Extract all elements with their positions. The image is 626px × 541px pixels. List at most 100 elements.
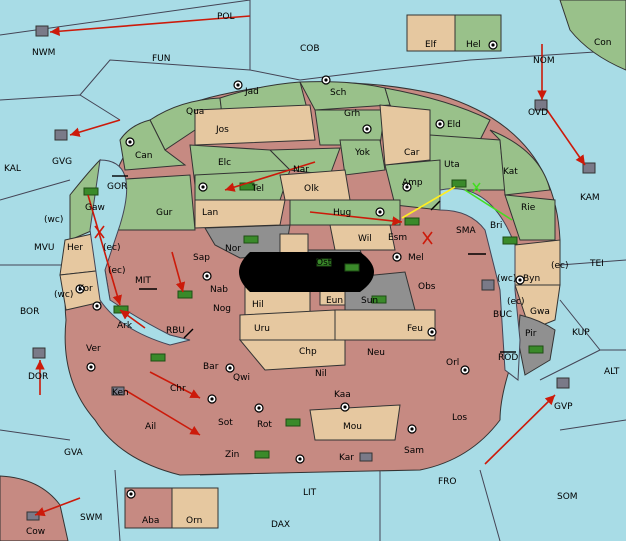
coast-gwa-ec: (ec)	[507, 297, 525, 307]
region-jos[interactable]	[194, 104, 316, 146]
supply-centres	[75, 40, 525, 499]
label-mou: Mou	[343, 422, 362, 432]
label-ovd: OVD	[528, 108, 548, 118]
coast-gaw-wc: (wc)	[44, 215, 63, 225]
label-aba: Aba	[142, 516, 159, 526]
region-mou[interactable]	[309, 404, 401, 441]
label-nog: Nog	[213, 304, 231, 314]
label-mit: MIT	[135, 276, 151, 286]
region-con[interactable]	[559, 0, 626, 71]
coast-byn-ec: (ec)	[551, 261, 569, 271]
coast-her-ec: (ec)	[103, 243, 121, 253]
region-pir[interactable]	[517, 314, 556, 376]
label-sap: Sap	[193, 253, 210, 263]
label-bri: Bri	[490, 221, 502, 231]
label-swm: SWM	[80, 513, 102, 523]
label-feu: Feu	[407, 324, 423, 334]
label-gwa: Gwa	[530, 307, 550, 317]
label-gur: Gur	[156, 208, 173, 218]
label-alt: ALT	[604, 367, 620, 377]
label-jad: Jad	[244, 87, 259, 97]
label-sot: Sot	[218, 418, 233, 428]
coast-bri-wc: (wc)	[497, 274, 516, 284]
label-dax: DAX	[271, 520, 290, 530]
label-hug: Hug	[333, 208, 351, 218]
label-som: SOM	[557, 492, 578, 502]
label-kal: KAL	[4, 164, 21, 174]
region-car[interactable]	[379, 104, 431, 166]
label-mel: Mel	[408, 253, 424, 263]
region-rie[interactable]	[504, 194, 556, 241]
label-bor: BOR	[20, 307, 39, 317]
label-sma: SMA	[456, 226, 476, 236]
label-ail: Ail	[145, 422, 156, 432]
sea-gor	[89, 159, 191, 346]
label-ver: Ver	[86, 344, 101, 354]
label-can: Can	[135, 151, 153, 161]
label-rod: ROD	[498, 353, 518, 363]
region-orn[interactable]	[171, 487, 219, 529]
label-elc: Elc	[218, 158, 231, 168]
region-kat[interactable]	[489, 129, 551, 196]
region-cow[interactable]	[0, 475, 69, 541]
label-tei: TEI	[589, 259, 604, 269]
label-qua: Qua	[186, 107, 204, 117]
label-pol: POL	[217, 12, 235, 22]
region-uta[interactable]	[429, 134, 506, 191]
label-neu: Neu	[367, 348, 385, 358]
label-orn: Orn	[186, 516, 202, 526]
label-web: Web	[288, 273, 308, 283]
label-gaw: Gaw	[85, 203, 105, 213]
label-fro: FRO	[438, 477, 457, 487]
label-uta: Uta	[444, 160, 460, 170]
label-yok: Yok	[354, 148, 371, 158]
label-rie: Rie	[521, 203, 536, 213]
label-amp: Amp	[402, 178, 423, 188]
label-esm: Esm	[388, 233, 407, 243]
label-gva: GVA	[64, 448, 84, 458]
label-chp: Chp	[299, 347, 317, 357]
label-qwi: Qwi	[233, 373, 250, 383]
label-grh: Grh	[344, 109, 360, 119]
label-bar: Bar	[203, 362, 219, 372]
crossing-markers	[112, 175, 516, 353]
label-nor: Nor	[225, 244, 241, 254]
label-gor: GOR	[107, 182, 127, 192]
label-cow: Cow	[26, 527, 45, 537]
label-buc: BUC	[493, 310, 512, 320]
label-eld: Eld	[447, 120, 461, 130]
label-con: Con	[594, 38, 612, 48]
label-chr: Chr	[170, 384, 186, 394]
label-kup: KUP	[572, 328, 590, 338]
label-wil: Wil	[358, 234, 372, 244]
label-pir: Pir	[525, 329, 537, 339]
label-rbu: RBU	[166, 326, 185, 336]
label-fun: FUN	[152, 54, 171, 64]
label-sun: Sun	[361, 296, 378, 306]
label-hil: Hil	[252, 300, 264, 310]
label-dor: DOR	[28, 372, 48, 382]
region-wil[interactable]	[329, 224, 396, 251]
label-orl: Orl	[446, 358, 459, 368]
region-can[interactable]	[119, 119, 187, 171]
label-kar: Kar	[339, 453, 354, 463]
label-kor: Kor	[78, 284, 93, 294]
label-kat: Kat	[503, 167, 518, 177]
label-skr: Skr	[286, 254, 301, 264]
label-zin: Zin	[225, 450, 239, 460]
label-mvu: MVU	[34, 243, 55, 253]
region-olk[interactable]	[279, 169, 351, 201]
region-chp[interactable]	[238, 339, 346, 371]
label-sam: Sam	[404, 446, 424, 456]
label-car: Car	[404, 148, 420, 158]
label-hel: Hel	[466, 40, 481, 50]
label-eun: Eun	[326, 296, 343, 306]
region-yok[interactable]	[339, 139, 386, 176]
label-gvp: GVP	[554, 402, 573, 412]
label-sch: Sch	[330, 88, 346, 98]
label-elf: Elf	[425, 40, 437, 50]
label-olk: Olk	[304, 184, 320, 194]
label-lan: Lan	[202, 208, 218, 218]
label-nwm: NWM	[32, 48, 55, 58]
